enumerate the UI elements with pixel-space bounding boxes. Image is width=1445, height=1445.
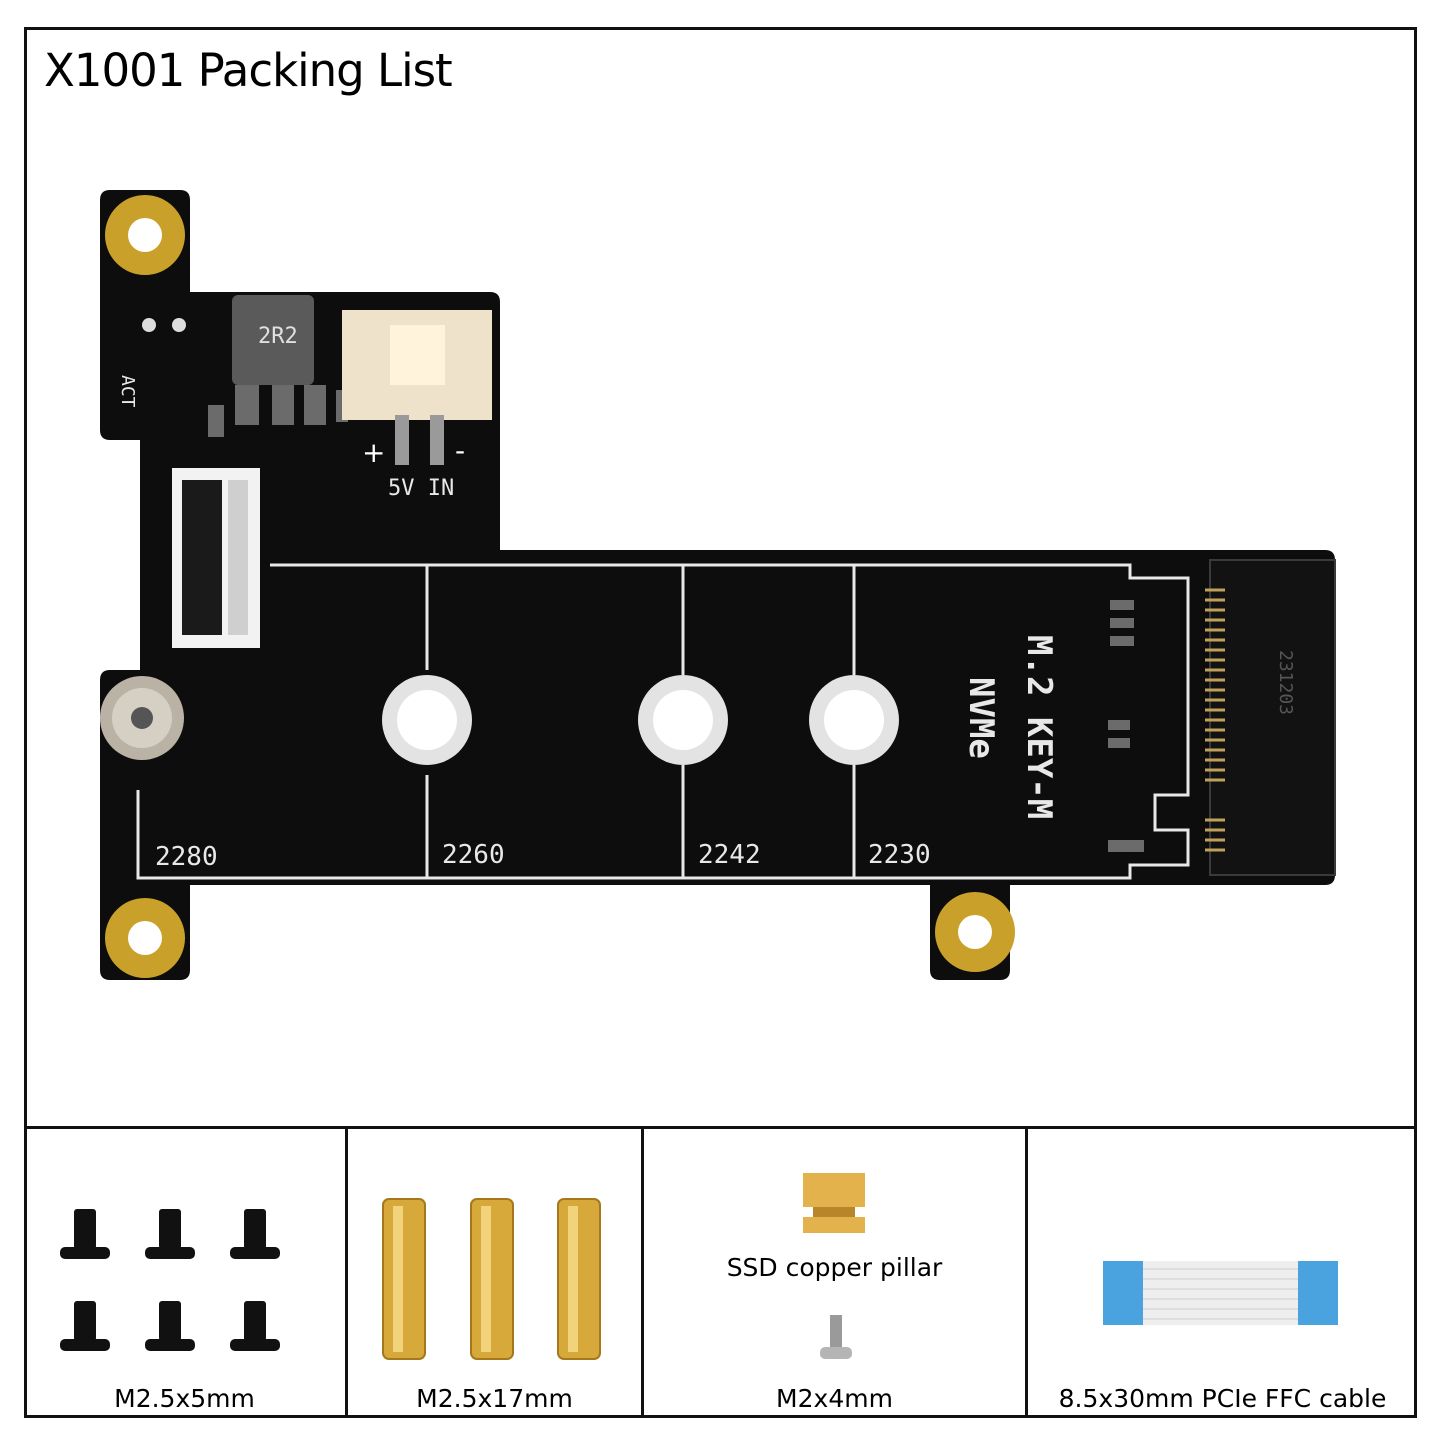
nvme-label: NVMe (961, 677, 1001, 759)
accessory-ffc-cable: 8.5x30mm PCIe FFC cable (1028, 1129, 1417, 1418)
connector-code: 231203 (1275, 650, 1296, 715)
size-label-2230: 2230 (868, 840, 931, 870)
accessory-label: 8.5x30mm PCIe FFC cable (1058, 1384, 1387, 1413)
accessory-screws-m2-5x5: M2.5x5mm (24, 1129, 348, 1418)
svg-text:-: - (455, 434, 465, 467)
accessory-standoffs-m2-5x17: M2.5x17mm (348, 1129, 644, 1418)
pad-2230 (809, 675, 899, 765)
power-label: 5V IN (388, 476, 454, 501)
standoff-left (100, 676, 184, 760)
copper-pillar-image (803, 1173, 865, 1233)
m2-screw-image (820, 1315, 852, 1359)
pad-2242 (638, 675, 728, 765)
m2-key-label: M.2 KEY-M (1019, 635, 1059, 819)
inductor (232, 295, 314, 385)
accessory-label-secondary: M2x4mm (776, 1384, 893, 1413)
page-frame (24, 27, 1417, 1418)
mount-hole-bottom-right (935, 892, 1015, 972)
size-label-2280: 2280 (155, 842, 218, 872)
screw-set-image (60, 1209, 280, 1351)
svg-text:2R2: 2R2 (258, 324, 298, 349)
standoff-set-image (382, 1198, 601, 1360)
accessory-label: M2.5x17mm (416, 1384, 573, 1413)
mount-hole-bottom-left (105, 898, 185, 978)
m2-connector (1209, 559, 1336, 876)
pad-2260 (382, 675, 472, 765)
ffc-cable-image (1103, 1261, 1338, 1325)
accessories-row: M2.5x5mm M2.5x17mm SSD copper pillar (24, 1126, 1417, 1418)
accessory-ssd-pillar: SSD copper pillar M2x4mm (644, 1129, 1028, 1418)
act-label: ACT (117, 375, 138, 408)
pcb-board-image: ACT 2R2 + - 5V IN 2280 2260 2242 2230 M.… (100, 190, 1336, 980)
accessory-label: M2.5x5mm (114, 1384, 255, 1413)
size-label-2242: 2242 (698, 840, 761, 870)
size-label-2260: 2260 (442, 840, 505, 870)
svg-text:+: + (362, 436, 385, 469)
page-title: X1001 Packing List (44, 44, 453, 97)
mount-hole-top-left (105, 195, 185, 275)
accessory-label: SSD copper pillar (726, 1253, 943, 1282)
